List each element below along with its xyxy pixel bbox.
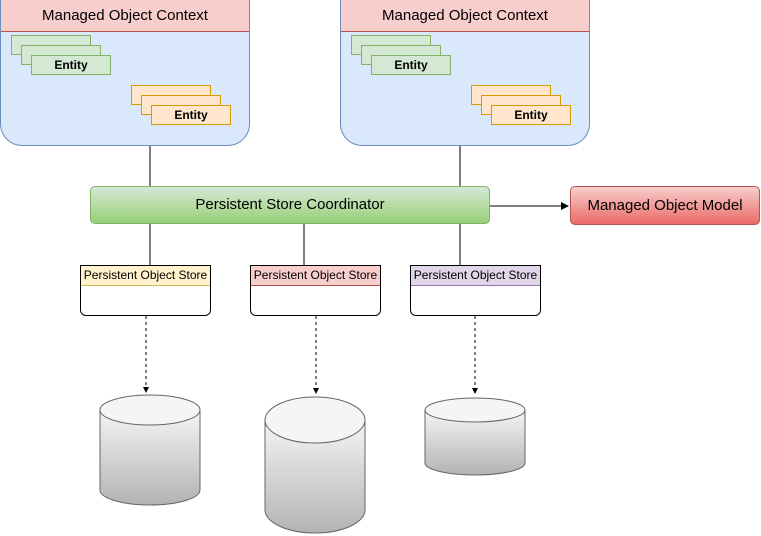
managed-object-context-1[interactable]: Managed Object Context Entity Entity (0, 0, 250, 146)
persistent-object-store-2[interactable]: Persistent Object Store (250, 265, 381, 316)
store-title: Persistent Object Store (411, 266, 540, 286)
entity-green[interactable]: Entity (371, 55, 451, 75)
managed-object-model[interactable]: Managed Object Model (570, 186, 760, 225)
database-3 (424, 397, 526, 476)
persistent-object-store-1[interactable]: Persistent Object Store (80, 265, 211, 316)
persistent-object-store-3[interactable]: Persistent Object Store (410, 265, 541, 316)
store-title: Persistent Object Store (81, 266, 210, 286)
entity-orange[interactable]: Entity (151, 105, 231, 125)
entity-orange[interactable]: Entity (491, 105, 571, 125)
database-1 (99, 394, 201, 506)
database-2 (264, 396, 366, 534)
entity-green[interactable]: Entity (31, 55, 111, 75)
context-title: Managed Object Context (1, 0, 249, 32)
context-title: Managed Object Context (341, 0, 589, 32)
persistent-store-coordinator[interactable]: Persistent Store Coordinator (90, 186, 490, 224)
managed-object-context-2[interactable]: Managed Object Context Entity Entity (340, 0, 590, 146)
store-title: Persistent Object Store (251, 266, 380, 286)
